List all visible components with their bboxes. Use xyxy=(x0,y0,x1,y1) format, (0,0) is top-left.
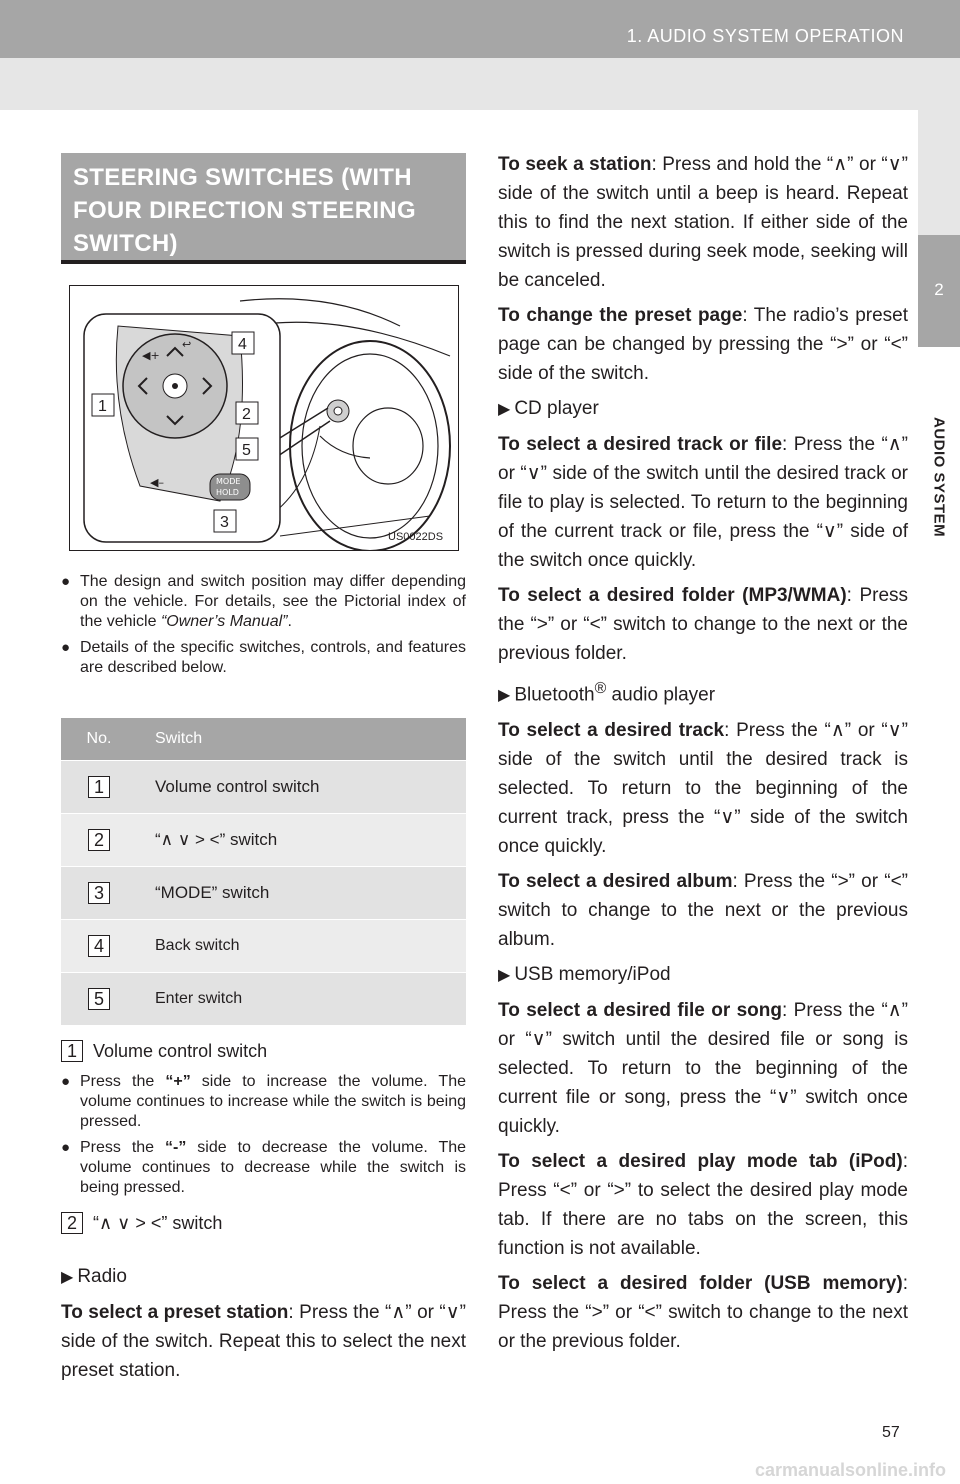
callout-3: 3 xyxy=(220,514,229,531)
switch-table: No. Switch 1 Volume control switch 2 “∧ ∨ … xyxy=(61,718,466,1025)
svg-text:↩: ↩ xyxy=(182,338,191,351)
table-row: 2 “∧ ∨ > <” switch xyxy=(61,813,466,867)
dir-number: 2 xyxy=(61,1212,83,1234)
row-switch: Enter switch xyxy=(137,972,466,1025)
side-tab-label: AUDIO SYSTEM xyxy=(930,417,948,538)
row-number: 2 xyxy=(88,829,110,851)
callout-2: 2 xyxy=(242,406,251,423)
notes-list: ●The design and switch position may diff… xyxy=(61,572,466,684)
volume-up-note: ●Press the “+” side to increase the volu… xyxy=(61,1073,467,1130)
col-header-switch: Switch xyxy=(137,718,466,761)
volume-heading: Volume control switch xyxy=(93,1041,268,1061)
side-tab-number: 2 xyxy=(934,280,944,299)
row-number: 5 xyxy=(88,988,110,1010)
side-tab-top xyxy=(918,110,960,235)
row-number: 4 xyxy=(88,935,110,957)
volume-number: 1 xyxy=(61,1040,83,1062)
table-row: 3 “MODE” switch xyxy=(61,866,466,920)
side-tab-label-wrap: AUDIO SYSTEM xyxy=(918,347,960,847)
steering-switch-illustration: ◀+ ↩ ◀– MODE HOLD 4 1 2 5 3 US0022DS xyxy=(69,285,459,552)
callout-5: 5 xyxy=(242,442,251,459)
mode-label: MODE xyxy=(216,477,240,486)
table-row: 5 Enter switch xyxy=(61,972,466,1025)
page-number: 57 xyxy=(882,1424,900,1441)
header-bar xyxy=(0,0,960,58)
section-title: STEERING SWITCHES (WITH FOUR DIRECTION S… xyxy=(73,164,416,257)
chapter-title: 1. AUDIO SYSTEM OPERATION xyxy=(626,26,904,46)
callout-4: 4 xyxy=(238,336,247,353)
side-tab xyxy=(918,235,960,347)
usb-label: USB memory/iPod xyxy=(514,964,671,986)
row-switch: Back switch xyxy=(137,919,466,973)
table-row: 1 Volume control switch xyxy=(61,760,466,814)
svg-text:◀+: ◀+ xyxy=(142,349,160,362)
row-number: 3 xyxy=(88,882,110,904)
hold-label: HOLD xyxy=(216,488,239,497)
svg-text:◀–: ◀– xyxy=(150,476,164,489)
col-header-no: No. xyxy=(61,718,137,761)
row-switch: “∧ ∨ > <” switch xyxy=(137,813,466,867)
radio-label: Radio xyxy=(77,1266,127,1287)
table-header-row: No. Switch xyxy=(61,718,466,761)
footer: carmanualsonline.info xyxy=(0,1440,960,1484)
right-column: To seek a station: Press and hold the “∧… xyxy=(498,154,909,1353)
cd-label: CD player xyxy=(514,398,599,419)
volume-section: 1 Volume control switch ●Press the “+” s… xyxy=(61,1040,466,1234)
steering-switch-drawing: ◀+ ↩ ◀– MODE HOLD 4 1 2 5 3 US0022DS xyxy=(83,298,451,552)
table-row: 4 Back switch xyxy=(61,919,466,973)
callout-1: 1 xyxy=(98,398,107,415)
figure-code: US0022DS xyxy=(388,531,443,543)
note-item: ●The design and switch position may diff… xyxy=(61,573,466,630)
row-switch: “MODE” switch xyxy=(137,866,466,920)
volume-down-note: ●Press the “-” side to decrease the volu… xyxy=(61,1139,467,1196)
radio-section: ▶Radio To select a preset station: Press… xyxy=(61,1266,466,1381)
bt-label: Bluetooth xyxy=(514,684,595,706)
note-item: ●Details of the specific switches, contr… xyxy=(61,639,466,676)
row-switch: Volume control switch xyxy=(137,760,466,814)
section-heading-box: STEERING SWITCHES (WITH FOUR DIRECTION S… xyxy=(61,153,466,264)
row-number: 1 xyxy=(88,776,110,798)
header-band xyxy=(0,58,960,110)
dir-heading: “∧ ∨ > <” switch xyxy=(93,1213,223,1233)
footer-watermark: carmanualsonline.info xyxy=(754,1460,946,1480)
